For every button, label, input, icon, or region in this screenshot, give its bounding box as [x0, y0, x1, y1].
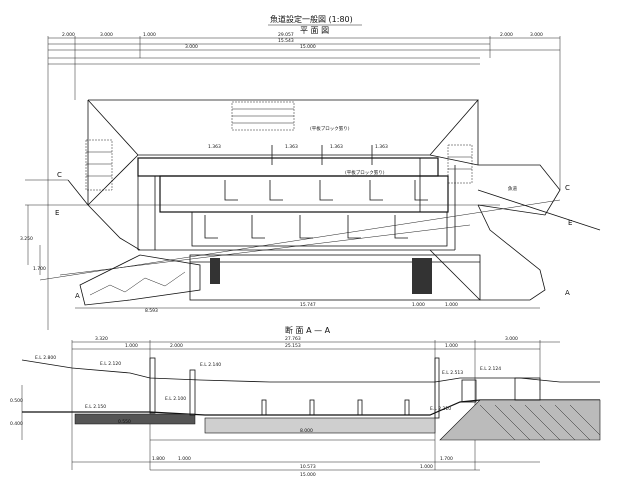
section-title: 断 面 A — A: [285, 325, 331, 335]
fishway-label: 魚道: [508, 185, 517, 192]
dim-text: 3.000: [185, 44, 198, 50]
elevation-label: E.L 2.100: [165, 396, 186, 402]
dim-text: 2.000: [62, 32, 75, 38]
dim-text: 15.000: [300, 472, 316, 478]
dim-text: 1.363: [375, 144, 388, 150]
elevation-label: E.L 2.513: [442, 370, 463, 376]
dim-text: 0.500: [10, 398, 23, 404]
dim-text: 15.543: [278, 38, 294, 44]
dim-text: 3.000: [100, 32, 113, 38]
section-dimensions: 3.320 1.000 2.000 27.763 25.153 1.000 1.…: [10, 336, 518, 478]
elevation-label: E.L 2.800: [35, 355, 56, 361]
dim-text: 8.000: [300, 428, 313, 434]
plan-inner-dimensions: 1.363 1.363 1.363 1.363 3.250 1.700 8.59…: [20, 144, 458, 314]
dim-text: 1.000: [143, 32, 156, 38]
note-text: (平板ブロック張り): [345, 169, 385, 176]
elevation-label: E.L 2.124: [480, 366, 501, 372]
dim-text: 3.000: [530, 32, 543, 38]
dim-text: 10.573: [300, 464, 316, 470]
dim-text: 15.747: [300, 302, 316, 308]
dim-text: 1.000: [125, 343, 138, 349]
dim-text: 1.000: [445, 302, 458, 308]
dim-text: 0.400: [10, 421, 23, 427]
block-paving: [85, 101, 473, 294]
dim-text: 1.000: [412, 302, 425, 308]
section-marker: C: [57, 171, 62, 179]
section-marker: E: [55, 209, 59, 217]
section-profile: [21, 357, 601, 441]
dim-text: 1.700: [33, 266, 46, 272]
dim-text: 1.700: [440, 456, 453, 462]
dim-text: 1.800: [152, 456, 165, 462]
dim-text: 3.000: [505, 336, 518, 342]
dim-text: 0.550: [118, 419, 131, 425]
dim-text: 1.000: [178, 456, 191, 462]
dim-text: 1.363: [285, 144, 298, 150]
dim-text: 1.000: [445, 343, 458, 349]
section-marker: C: [565, 184, 570, 192]
riprap: [79, 254, 201, 306]
plan-title: 平 面 図: [300, 26, 329, 35]
elevation-label: E.L 2.150: [85, 404, 106, 410]
elevation-label: E.L 2.120: [100, 361, 121, 367]
dim-text: 27.763: [285, 336, 301, 342]
dim-text: 2.000: [170, 343, 183, 349]
elevation-label: E.L 2.140: [200, 362, 221, 368]
dim-text: 1.363: [330, 144, 343, 150]
plan-top-dimensions: 2.000 3.000 1.000 29.057 15.543 2.000 3.…: [62, 32, 543, 50]
section-marker: E: [568, 219, 572, 227]
dim-text: 2.000: [500, 32, 513, 38]
note-text: (平板ブロック張り): [310, 125, 350, 132]
dim-text: 3.250: [20, 236, 33, 242]
dim-text: 1.363: [208, 144, 221, 150]
plan-structure: [39, 99, 601, 301]
section-elevations: E.L 2.800 E.L 2.120 E.L 2.140 E.L 2.100 …: [35, 355, 501, 412]
dim-text: 3.320: [95, 336, 108, 342]
elevation-label: E.L 2.210: [430, 406, 451, 412]
section-marker: A: [565, 289, 570, 297]
section-markers: C C E E A A: [55, 171, 572, 300]
drawing-title: 魚道設定一般図 (1:80): [270, 14, 353, 24]
dim-text: 25.153: [285, 343, 301, 349]
dim-text: 1.000: [420, 464, 433, 470]
dim-text: 8.593: [145, 308, 158, 314]
dim-text: 15.000: [300, 44, 316, 50]
dim-text: 29.057: [278, 32, 294, 38]
plan-dimension-lines: [25, 36, 561, 330]
section-marker: A: [75, 292, 80, 300]
